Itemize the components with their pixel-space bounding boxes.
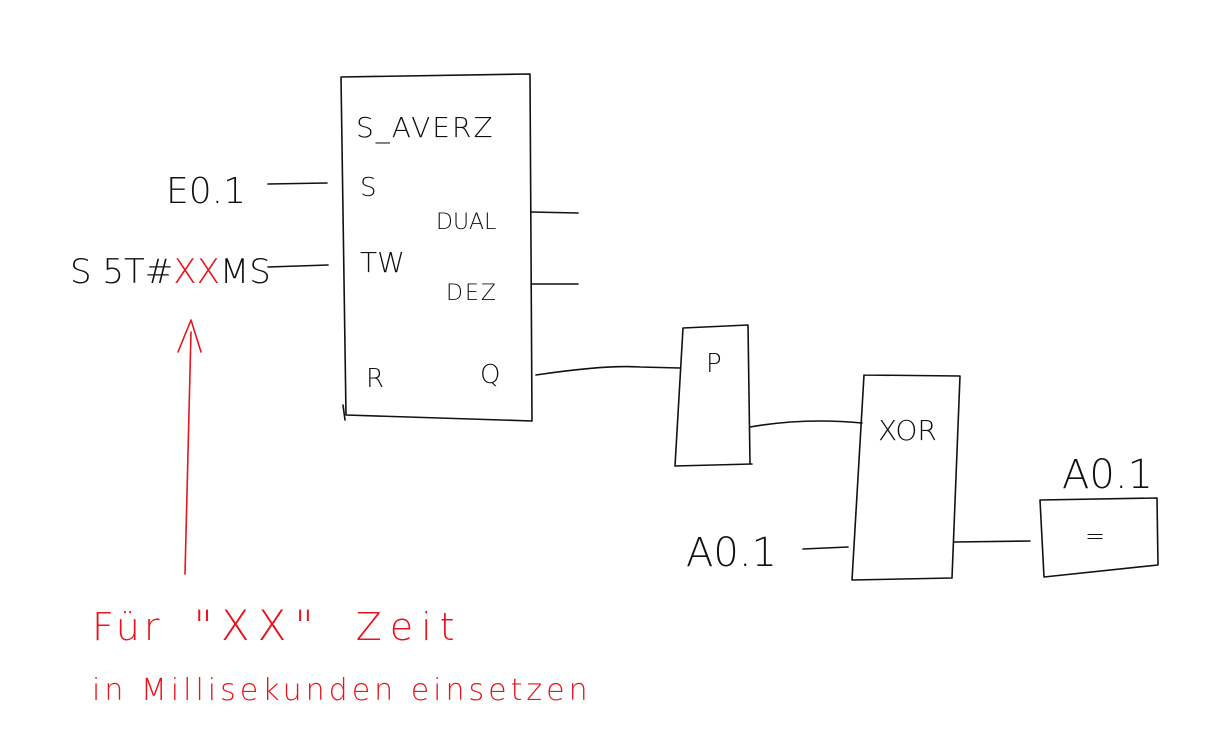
assign-output-label: A0.1 <box>1062 452 1153 498</box>
pin-q-label: Q <box>480 360 500 390</box>
assign-block-label: = <box>1085 522 1105 550</box>
pin-dual-label: DUAL <box>436 210 496 235</box>
timer-block: S_AVERZ S TW R DUAL DEZ Q <box>340 73 533 422</box>
pin-dez-label: DEZ <box>446 281 498 306</box>
xor-to-assign-wire <box>953 540 1031 543</box>
edge-to-xor-wire <box>749 420 863 428</box>
xor-block-outline <box>851 374 961 581</box>
note-line-1-suffix: Zeit <box>356 605 463 649</box>
note-line-1: Für "XX" Zeit <box>92 601 463 650</box>
note-line-1-prefix: Für <box>92 605 164 649</box>
dual-output-wire <box>530 211 579 214</box>
q-to-edge-wire <box>535 365 681 376</box>
note-line-1-quoted: "XX" <box>194 601 322 650</box>
input-start-wire <box>267 182 328 185</box>
pin-tw-label: TW <box>360 246 405 279</box>
edge-block: P <box>674 324 753 467</box>
input-time-wire <box>267 264 329 268</box>
annotation-arrow-shaft <box>184 331 192 575</box>
input-time-prefix: S 5T# <box>70 252 173 292</box>
annotation-arrow-head <box>177 319 202 353</box>
xor-block: XOR <box>851 374 961 581</box>
input-start-label: E0.1 <box>166 171 246 212</box>
input-time-suffix: MS <box>220 252 271 292</box>
note-line-2: in Millisekunden einsetzen <box>92 673 592 708</box>
timer-inputs: E0.1 S 5T#XXMS <box>70 171 329 292</box>
input-time-label: S 5T#XXMS <box>70 252 271 292</box>
pin-s-label: S <box>360 173 377 203</box>
edge-block-label: P <box>706 349 722 379</box>
annotation-arrow <box>177 319 202 575</box>
assign-block: A0.1 = <box>1039 452 1159 578</box>
assign-block-outline <box>1039 497 1159 578</box>
input-time-placeholder: XX <box>173 252 220 292</box>
timer-block-outline <box>340 73 533 422</box>
xor-second-input-label: A0.1 <box>686 530 777 576</box>
xor-block-label: XOR <box>878 414 937 447</box>
pin-r-label: R <box>366 364 384 394</box>
xor-second-input-wire <box>802 546 849 550</box>
annotation-note: Für "XX" Zeit in Millisekunden einsetzen <box>92 601 592 708</box>
timer-block-name: S_AVERZ <box>356 111 495 145</box>
edge-block-outline <box>674 324 753 467</box>
